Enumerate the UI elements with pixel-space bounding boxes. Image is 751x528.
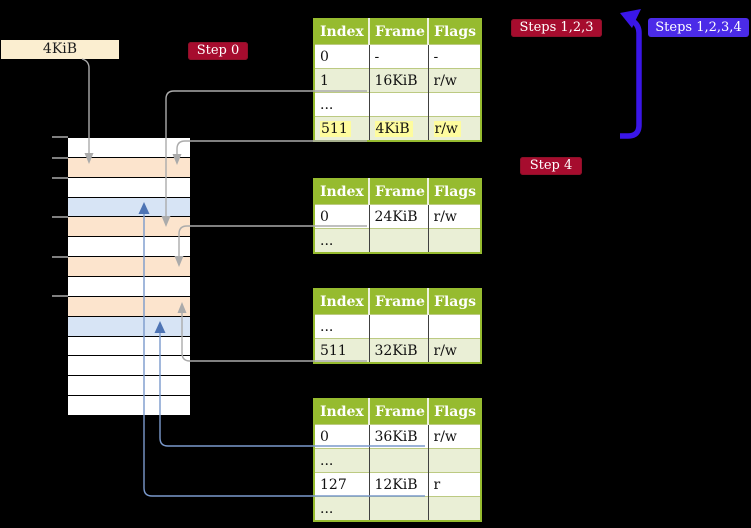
memory-frame-row — [68, 177, 190, 198]
memory-frame-row — [68, 157, 190, 178]
address-tick — [52, 136, 68, 138]
table-row: 127 12KiB r — [314, 472, 481, 497]
cell-flags: r/w — [428, 424, 481, 449]
memory-frame-row — [68, 257, 190, 278]
cell-flags: - — [428, 44, 481, 69]
cell-flags: r — [428, 472, 481, 497]
header-cell-flags: Flags — [428, 399, 481, 425]
memory-frame-row — [68, 138, 190, 158]
table-row: 0 24KiB r/w — [314, 204, 481, 229]
header-cell-index: Index — [314, 289, 370, 315]
cell-frame: 32KiB — [369, 338, 429, 363]
cell-index: ... — [314, 228, 370, 253]
cell-frame: 24KiB — [369, 204, 429, 229]
cell-frame — [369, 448, 429, 473]
cell-flags: r/w — [428, 338, 481, 363]
table-row: ... — [314, 228, 481, 253]
cell-index: ... — [314, 496, 370, 521]
cell-flags — [428, 314, 481, 339]
cell-frame — [369, 314, 429, 339]
memory-frame-row — [68, 277, 190, 297]
cell-frame — [369, 228, 429, 253]
highlighted-value: 511 — [320, 120, 351, 137]
memory-frame-row — [68, 237, 190, 258]
highlighted-value: r/w — [433, 120, 461, 137]
table-row: ... — [314, 448, 481, 473]
cell-index: 0 — [314, 44, 370, 69]
page-table-2: Index Frame Flags 0 24KiB r/w ... — [313, 178, 482, 254]
table-row-highlighted: 511 4KiB r/w — [314, 116, 481, 141]
cell-flags — [428, 496, 481, 521]
table-row: ... — [314, 92, 481, 117]
cell-frame: 16KiB — [369, 68, 429, 93]
header-cell-frame: Frame — [369, 289, 429, 315]
table-row: ... — [314, 314, 481, 339]
table-header-row: Index Frame Flags — [314, 289, 481, 315]
address-tick — [52, 157, 68, 159]
steps-1-2-3-4-badge: Steps 1,2,3,4 — [648, 18, 749, 37]
page-table-1: Index Frame Flags 0 - - 1 16KiB r/w ... … — [313, 18, 482, 142]
table-row: 511 32KiB r/w — [314, 338, 481, 363]
address-tick — [52, 256, 68, 258]
cell-flags — [428, 448, 481, 473]
table-header-row: Index Frame Flags — [314, 179, 481, 205]
cell-frame — [369, 496, 429, 521]
header-cell-flags: Flags — [428, 179, 481, 205]
header-cell-index: Index — [314, 399, 370, 425]
table-row: 1 16KiB r/w — [314, 68, 481, 93]
physical-memory-stack — [68, 138, 190, 417]
page-table-3: Index Frame Flags ... 511 32KiB r/w — [313, 288, 482, 364]
memory-frame-row — [68, 296, 190, 317]
cell-frame: 12KiB — [369, 472, 429, 497]
cell-index: ... — [314, 92, 370, 117]
memory-frame-row — [68, 396, 190, 417]
cell-flags: r/w — [428, 68, 481, 93]
cell-flags: r/w — [428, 204, 481, 229]
steps-1-2-3-badge: Steps 1,2,3 — [511, 19, 602, 37]
cell-frame: 36KiB — [369, 424, 429, 449]
header-cell-frame: Frame — [369, 399, 429, 425]
step-0-badge: Step 0 — [188, 42, 248, 60]
cell-index: 511 — [314, 338, 370, 363]
cell-flags: r/w — [428, 116, 481, 141]
cell-flags — [428, 92, 481, 117]
cell-frame: - — [369, 44, 429, 69]
page-table-4: Index Frame Flags 0 36KiB r/w ... 127 12… — [313, 398, 482, 522]
table-header-row: Index Frame Flags — [314, 19, 481, 45]
step-4-badge: Step 4 — [520, 157, 582, 175]
header-cell-frame: Frame — [369, 19, 429, 45]
cell-index: 1 — [314, 68, 370, 93]
table-row: 0 - - — [314, 44, 481, 69]
header-cell-index: Index — [314, 19, 370, 45]
page-size-label: 4KiB — [1, 40, 119, 59]
cell-frame — [369, 92, 429, 117]
memory-frame-row — [68, 197, 190, 218]
bold-steps-arrow — [620, 9, 642, 139]
memory-frame-row — [68, 316, 190, 337]
cell-flags — [428, 228, 481, 253]
cell-index: 0 — [314, 424, 370, 449]
table-header-row: Index Frame Flags — [314, 399, 481, 425]
header-cell-frame: Frame — [369, 179, 429, 205]
memory-frame-row — [68, 336, 190, 357]
cell-index: ... — [314, 314, 370, 339]
table-row: ... — [314, 496, 481, 521]
header-cell-index: Index — [314, 179, 370, 205]
address-tick — [52, 295, 68, 297]
highlighted-value: 4KiB — [374, 120, 413, 137]
cell-index: 511 — [314, 116, 370, 141]
memory-frame-row — [68, 217, 190, 238]
memory-frame-row — [68, 356, 190, 377]
address-tick — [52, 216, 68, 218]
address-tick — [52, 177, 68, 179]
header-cell-flags: Flags — [428, 289, 481, 315]
memory-frame-row — [68, 376, 190, 397]
arrow-pt1-row511-to-frame-4kib — [172, 140, 367, 165]
table-row: 0 36KiB r/w — [314, 424, 481, 449]
cell-index: 0 — [314, 204, 370, 229]
cell-index: ... — [314, 448, 370, 473]
cell-frame: 4KiB — [369, 116, 429, 141]
header-cell-flags: Flags — [428, 19, 481, 45]
cell-index: 127 — [314, 472, 370, 497]
